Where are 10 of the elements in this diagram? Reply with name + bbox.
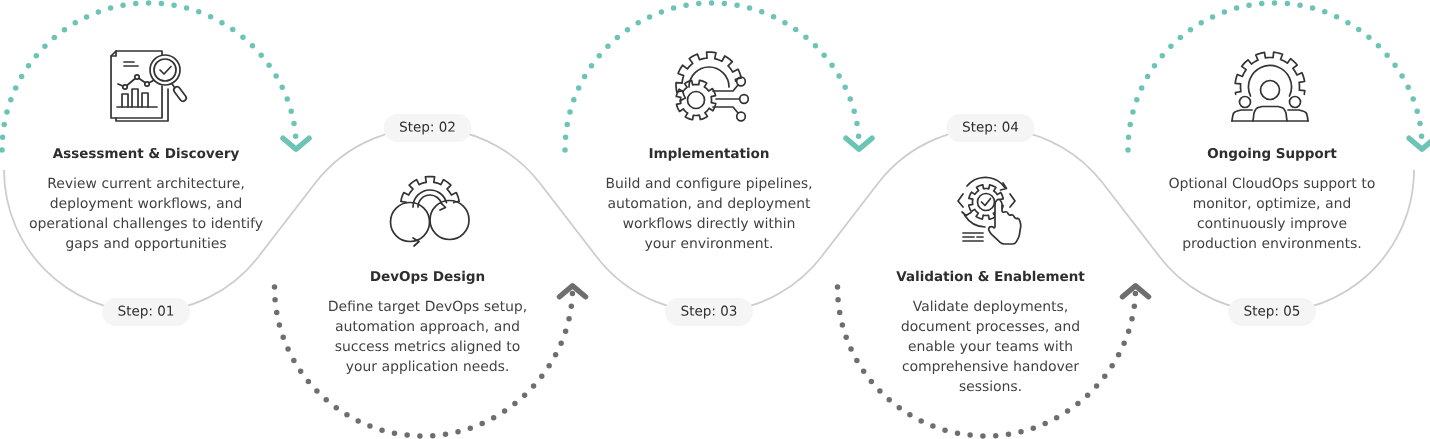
step-pill: Step: 03 [665, 298, 753, 326]
dotted-arrow [562, 0, 875, 153]
dotted-arrow [0, 0, 312, 153]
step-pill: Step: 01 [102, 298, 190, 326]
step-pill: Step: 04 [946, 114, 1035, 142]
step-pill: Step: 02 [383, 114, 472, 142]
dotted-arrow [834, 283, 1152, 439]
dotted-arrow [271, 283, 589, 439]
step-pill: Step: 05 [1228, 298, 1316, 326]
dotted-arrow [1125, 0, 1430, 153]
